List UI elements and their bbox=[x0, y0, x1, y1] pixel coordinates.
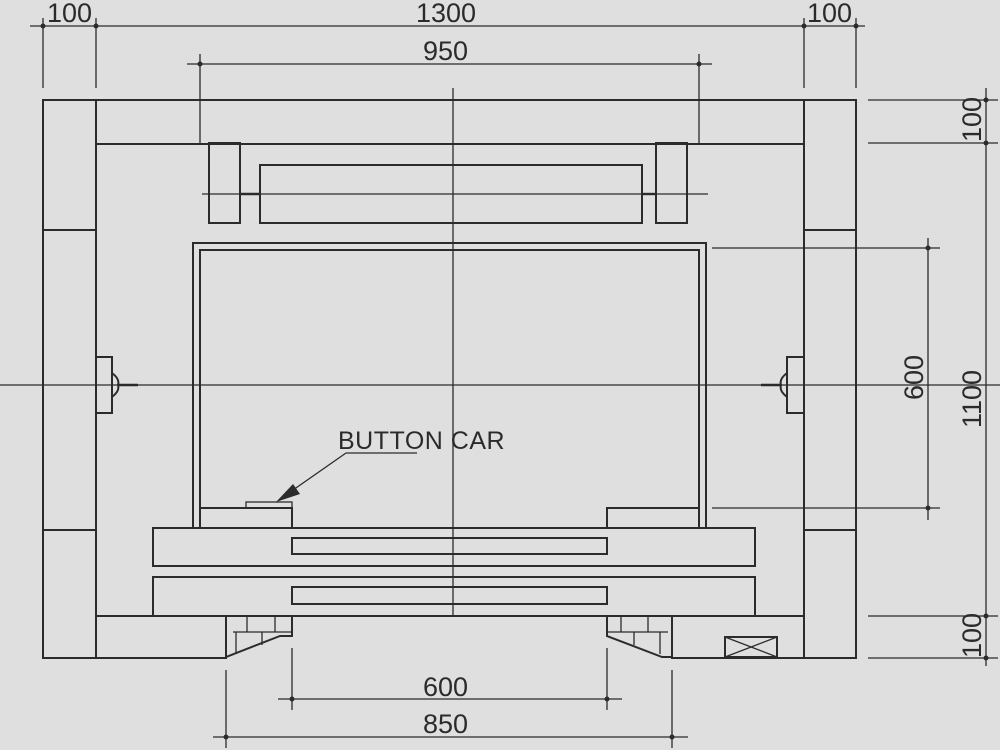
right-wall bbox=[803, 229, 857, 531]
dim-right-wall-100: 100 bbox=[807, 0, 852, 28]
counterweight-left-guide bbox=[208, 142, 241, 224]
right-door-jamb bbox=[606, 615, 673, 658]
left-column-top bbox=[42, 99, 97, 231]
button-car-callout: BUTTON CAR bbox=[276, 427, 505, 502]
junction-box bbox=[724, 636, 778, 658]
dim-right-bottom-100: 100 bbox=[957, 613, 987, 658]
dimension-top: 100 1300 100 950 bbox=[30, 0, 865, 143]
right-column-bottom bbox=[803, 529, 857, 659]
shaft-walls bbox=[42, 99, 857, 659]
counterweight-right-guide bbox=[655, 142, 688, 224]
dim-depth-1100: 1100 bbox=[957, 370, 987, 428]
dim-car-depth-600: 600 bbox=[899, 355, 929, 400]
landing-door-panel bbox=[291, 586, 608, 605]
dim-overall-1300: 1300 bbox=[416, 0, 476, 28]
left-wall bbox=[42, 229, 97, 531]
door-sills bbox=[152, 527, 756, 617]
dimension-bottom: 600 850 bbox=[213, 648, 688, 748]
landing-sill bbox=[152, 576, 756, 617]
left-column-bottom bbox=[42, 529, 97, 659]
bottom-left-wall bbox=[95, 615, 227, 659]
button-car-label: BUTTON CAR bbox=[338, 427, 505, 455]
button-car-panel bbox=[245, 501, 293, 509]
dimension-right: 100 1100 100 600 bbox=[712, 88, 998, 666]
dim-door-opening-600: 600 bbox=[423, 672, 468, 702]
dim-car-width-950: 950 bbox=[423, 36, 468, 66]
car-sill bbox=[152, 527, 756, 567]
car-inner bbox=[199, 249, 700, 529]
center-lines bbox=[0, 88, 1000, 616]
left-door-jamb bbox=[225, 615, 293, 659]
dim-opening-850: 850 bbox=[423, 709, 468, 739]
top-wall bbox=[95, 99, 805, 145]
counterweight-assembly bbox=[202, 142, 708, 224]
car-door-panel bbox=[291, 537, 608, 555]
right-column-top bbox=[803, 99, 857, 231]
dim-right-top-100: 100 bbox=[957, 97, 987, 142]
leader-arrow-icon bbox=[276, 484, 300, 502]
dim-left-wall-100: 100 bbox=[47, 0, 92, 28]
